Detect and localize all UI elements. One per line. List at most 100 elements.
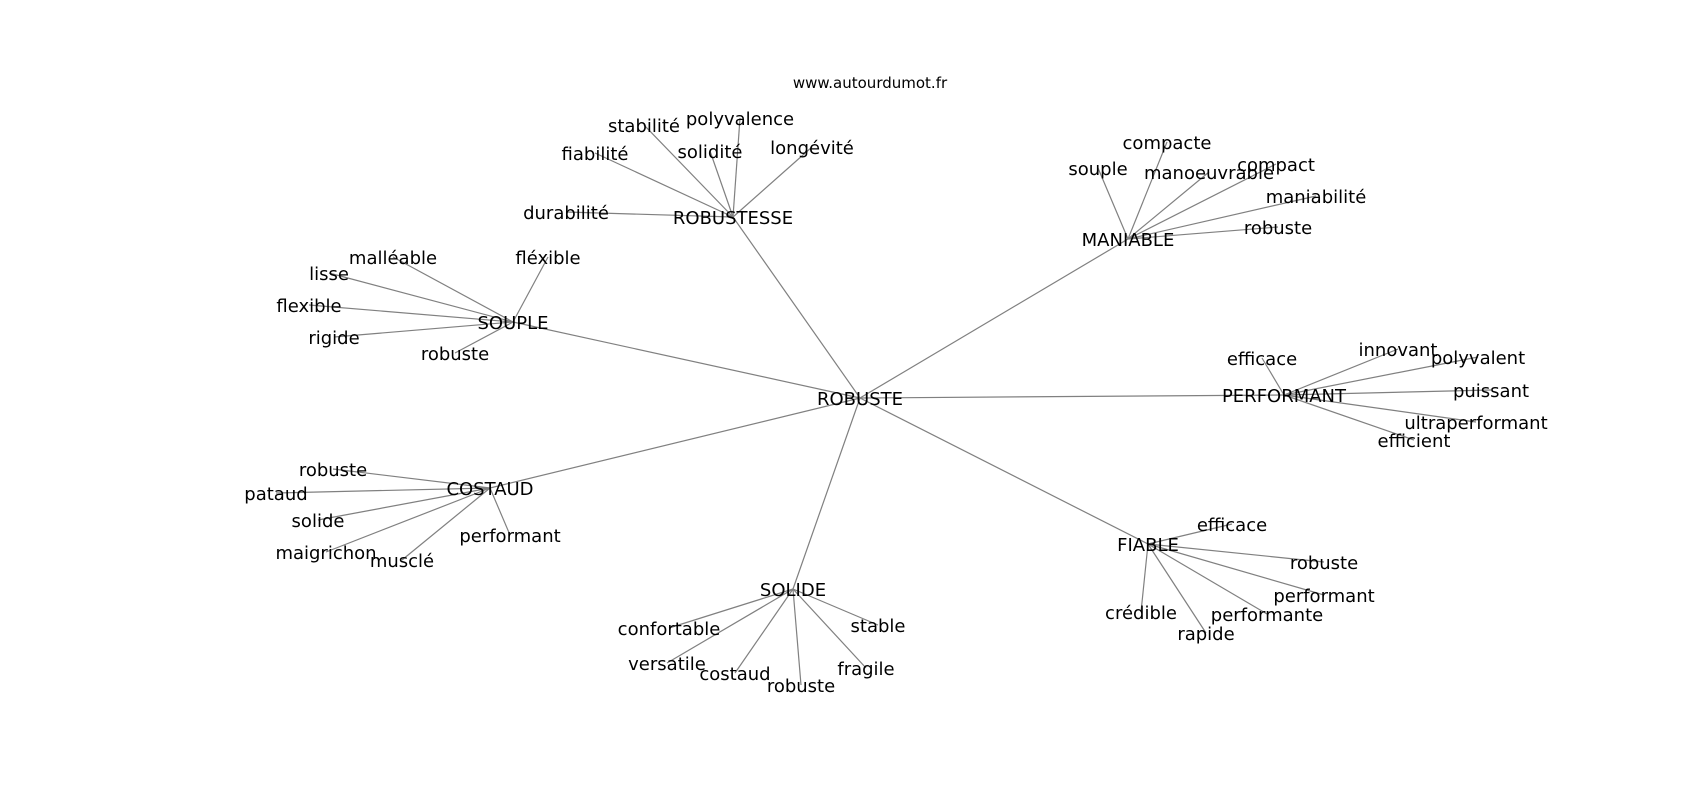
edge-fiable-robuste [1147, 543, 1325, 563]
edge-solide-costaud [734, 588, 794, 674]
node-leaf-robustesse-durabilite: durabilité [523, 203, 609, 224]
node-leaf-solide-stable: stable [851, 616, 906, 637]
edge-costaud-solide [317, 487, 491, 521]
edge-performant-efficient [1283, 394, 1415, 441]
node-leaf-performant-ultraperformant: ultraperformant [1404, 413, 1547, 434]
node-leaf-costaud-maigrichon: maigrichon [275, 543, 376, 564]
node-leaf-fiable-rapide: rapide [1177, 624, 1234, 645]
edge-robustesse-solidite [709, 150, 734, 218]
node-leaf-solide-fragile: fragile [837, 659, 894, 680]
edge-solide-confortable [668, 588, 794, 629]
node-leaf-souple-flexible: fléxible [515, 248, 580, 269]
labels: ROBUSTE ROBUSTESSE durabilité fiabilité stab… [244, 109, 1547, 697]
edge-souple-robuste [454, 321, 514, 354]
edge-fiable-performante [1147, 543, 1268, 615]
edge-souple-lisse [328, 272, 514, 323]
edge-fiable-efficace [1147, 523, 1233, 545]
edge-robuste-costaud [489, 397, 861, 489]
node-leaf-performant-efficient: efficient [1378, 431, 1451, 452]
node-leaf-solide-costaud: costaud [699, 664, 770, 685]
node-leaf-fiable-performante: performante [1211, 605, 1323, 626]
node-leaf-fiable-robuste: robuste [1290, 553, 1358, 574]
node-leaf-fiable-credible: crédible [1105, 603, 1177, 624]
edge-performant-efficace [1261, 357, 1285, 396]
node-leaf-costaud-solide: solide [292, 511, 345, 532]
node-leaf-costaud-muscle: musclé [370, 551, 434, 572]
node-leaf-robustesse-longevite: longévité [770, 138, 854, 159]
node-hub-maniable: MANIABLE [1082, 230, 1175, 251]
edge-robustesse-durabilite [565, 211, 734, 218]
node-leaf-performant-efficace: efficace [1227, 349, 1297, 370]
node-leaf-souple-robuste: robuste [421, 344, 489, 365]
node-leaf-maniable-manoeuvrable: manoeuvrable [1144, 163, 1274, 184]
node-leaf-solide-confortable: confortable [618, 619, 721, 640]
edge-souple-malleable [392, 256, 514, 323]
node-hub-robustesse: ROBUSTESSE [673, 208, 793, 229]
edge-robuste-robustesse [732, 216, 861, 399]
node-leaf-performant-puissant: puissant [1453, 381, 1529, 402]
edge-costaud-pataud [275, 487, 491, 494]
edge-performant-polyvalent [1283, 356, 1479, 396]
node-leaf-performant-polyvalent: polyvalent [1431, 348, 1525, 369]
node-hub-costaud: COSTAUD [446, 479, 533, 500]
edges [275, 117, 1492, 686]
edge-robuste-souple [512, 321, 861, 399]
edge-solide-versatile [666, 588, 794, 664]
edge-souple-flexible [512, 256, 549, 323]
edge-souple-flexible [308, 304, 514, 323]
node-leaf-souple-lisse: lisse [309, 264, 349, 285]
edge-maniable-manoeuvrable [1127, 171, 1210, 240]
node-leaf-costaud-pataud: pataud [244, 484, 307, 505]
node-leaf-performant-innovant: innovant [1359, 340, 1438, 361]
node-hub-fiable: FIABLE [1117, 535, 1179, 556]
node-hub-solide: SOLIDE [760, 580, 826, 601]
edge-robustesse-polyvalence [732, 117, 741, 218]
edge-souple-rigide [333, 321, 514, 338]
node-leaf-fiable-efficace: efficace [1197, 515, 1267, 536]
node-leaf-robustesse-polyvalence: polyvalence [686, 109, 794, 130]
edge-fiable-rapide [1147, 543, 1207, 634]
node-leaf-maniable-maniabilite: maniabilité [1266, 187, 1367, 208]
edge-robustesse-longevite [732, 146, 813, 218]
node-leaf-robustesse-stabilite: stabilité [608, 116, 680, 137]
node-leaf-souple-malleable: malléable [349, 248, 437, 269]
node-leaf-costaud-robuste: robuste [299, 460, 367, 481]
node-leaf-fiable-performant: performant [1273, 586, 1374, 607]
edge-solide-robuste [792, 588, 802, 686]
edge-performant-ultraperformant [1283, 394, 1477, 423]
node-leaf-souple-flexible: flexible [276, 296, 341, 317]
node-leaf-solide-robuste: robuste [767, 676, 835, 697]
edge-robuste-fiable [859, 397, 1149, 545]
node-leaf-maniable-robuste: robuste [1244, 218, 1312, 239]
edge-costaud-muscle [401, 487, 491, 561]
edge-costaud-maigrichon [325, 487, 491, 553]
edge-maniable-robuste [1127, 226, 1279, 240]
node-center-robuste: ROBUSTE [817, 389, 903, 410]
node-leaf-solide-versatile: versatile [628, 654, 706, 675]
edge-solide-fragile [792, 588, 867, 669]
edge-maniable-souple [1097, 167, 1129, 240]
edge-performant-innovant [1283, 348, 1399, 396]
edge-robuste-performant [859, 394, 1285, 399]
edge-solide-stable [792, 588, 879, 626]
node-leaf-maniable-souple: souple [1068, 159, 1127, 180]
edge-maniable-maniabilite [1127, 195, 1317, 240]
edge-robuste-maniable [859, 238, 1129, 399]
node-leaf-maniable-compact: compact [1237, 155, 1315, 176]
edge-costaud-performant [489, 487, 511, 536]
source-url: www.autourdumot.fr [793, 74, 948, 92]
edge-fiable-performant [1147, 543, 1325, 596]
edge-robustesse-stabilite [643, 124, 734, 218]
node-leaf-robustesse-fiabilite: fiabilité [562, 144, 629, 165]
node-hub-performant: PERFORMANT [1222, 386, 1347, 407]
edge-fiable-credible [1140, 543, 1149, 613]
edge-maniable-compact [1127, 163, 1277, 240]
node-leaf-maniable-compacte: compacte [1123, 133, 1212, 154]
edge-performant-puissant [1283, 389, 1492, 396]
node-leaf-robustesse-solidite: solidité [678, 142, 743, 163]
edge-robuste-solide [792, 397, 861, 590]
node-hub-souple: SOUPLE [477, 313, 548, 334]
edge-robustesse-fiabilite [594, 152, 734, 218]
node-leaf-souple-rigide: rigide [308, 328, 359, 349]
